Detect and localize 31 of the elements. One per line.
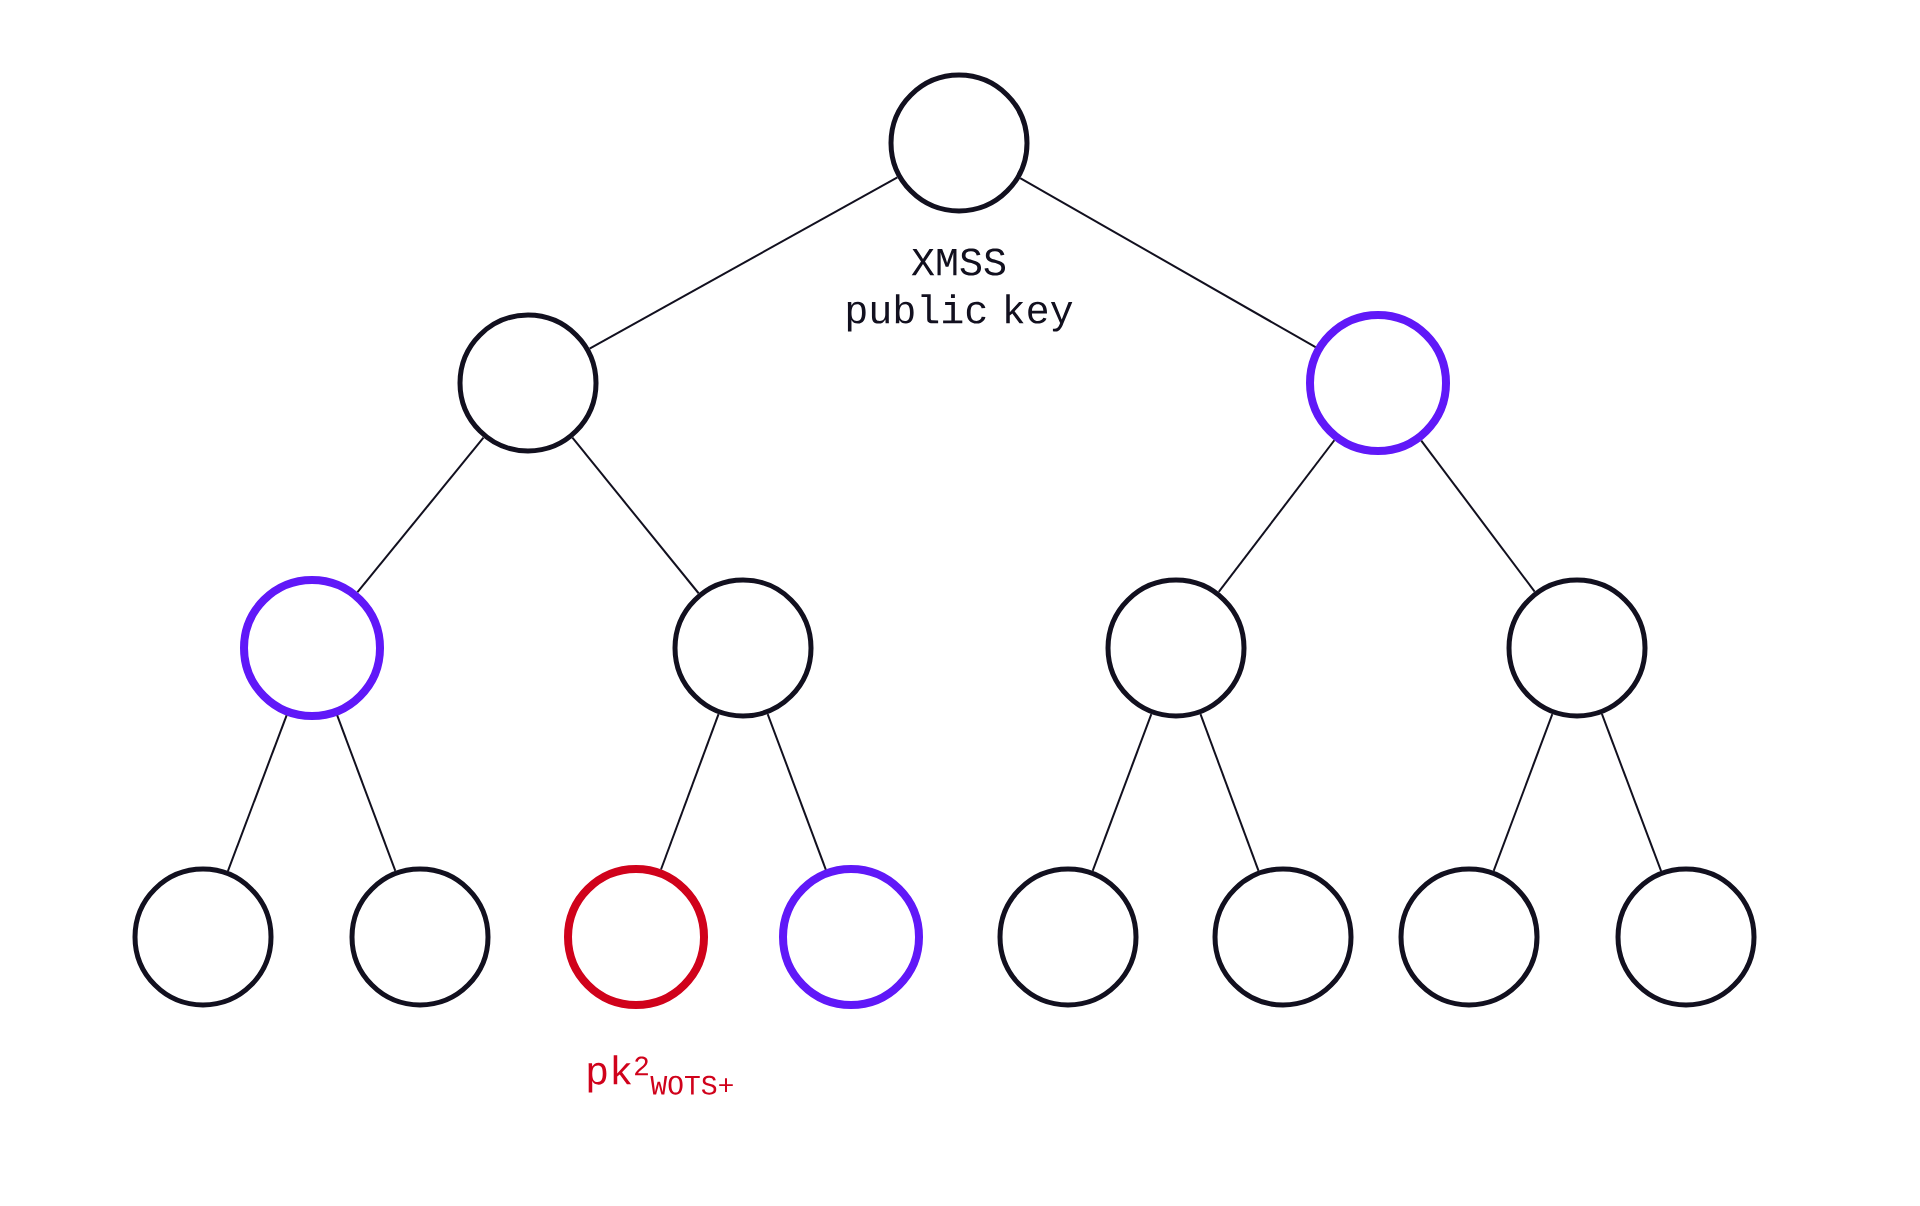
tree-edge xyxy=(1600,712,1663,873)
tree-node-circle xyxy=(779,865,923,1009)
tree-node-circle xyxy=(457,312,599,454)
tree-node-circle xyxy=(997,866,1139,1008)
tree-node-circle xyxy=(132,866,274,1008)
tree-edge xyxy=(1199,713,1260,872)
tree-node-circle xyxy=(1212,866,1354,1008)
tree-node-circle xyxy=(240,576,384,720)
tree-edge xyxy=(356,436,485,594)
tree-edge xyxy=(226,714,288,873)
tree-edge xyxy=(1091,713,1153,872)
tree-node-circle xyxy=(672,577,814,719)
tree-edge xyxy=(571,436,700,595)
tree-node-circle xyxy=(1506,577,1648,719)
tree-node-circle xyxy=(1105,577,1247,719)
tree-edge xyxy=(588,176,899,350)
tree-edge xyxy=(766,713,827,871)
node-caption: pk$^{2}$WOTS+ xyxy=(588,1055,733,1095)
tree-edge xyxy=(1420,439,1536,593)
tree-edge xyxy=(1492,713,1554,872)
tree-edge xyxy=(1217,439,1336,593)
node-caption: XMSS public key xyxy=(847,248,1073,332)
tree-node-circle xyxy=(1398,866,1540,1008)
tree-node-circle xyxy=(1306,311,1450,455)
tree-edge xyxy=(660,713,720,871)
tree-node-circle xyxy=(888,72,1030,214)
tree-node-circle xyxy=(564,865,708,1009)
tree-edge xyxy=(1019,177,1317,349)
tree-edge xyxy=(336,714,397,872)
tree-node-circle xyxy=(349,866,491,1008)
tree-node-circle xyxy=(1615,866,1757,1008)
